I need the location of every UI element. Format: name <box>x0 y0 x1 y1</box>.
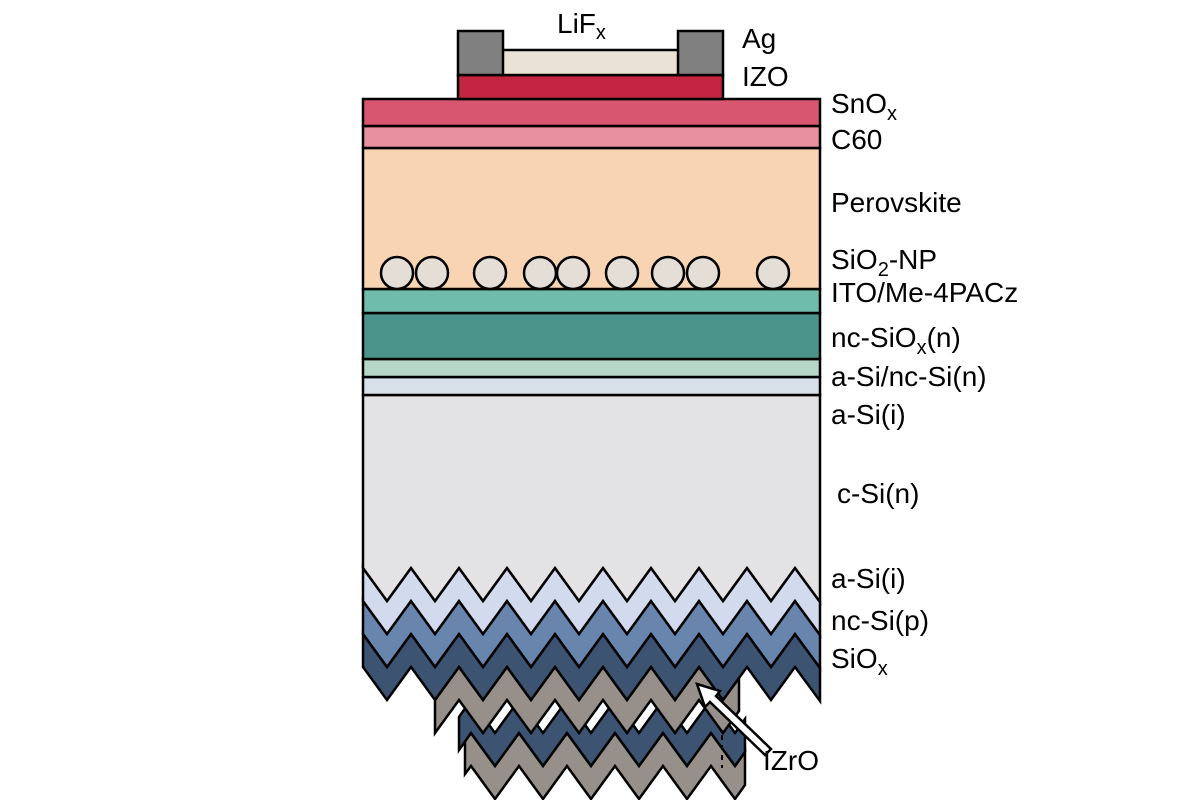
ag-pad-left <box>456 29 505 77</box>
label-ito-me-4pacz: ITO/Me-4PACz <box>831 277 1018 308</box>
label-nc-siox-n: nc-SiOx(n) <box>831 322 961 359</box>
izro-arrow <box>695 682 773 757</box>
label-c60: C60 <box>831 124 882 155</box>
label-nc-si-p: nc-Si(p) <box>831 605 929 636</box>
sio2-np-circle <box>650 255 686 291</box>
izo-layer <box>456 73 725 101</box>
top-contact-group <box>456 29 725 101</box>
label-snox: SnOx <box>831 88 897 125</box>
label-sio2-np: SiO2-NP <box>831 244 937 281</box>
label-izro: IZrO <box>763 745 819 776</box>
label-lifx: LiFx <box>557 8 606 44</box>
label-c-si-n: c-Si(n) <box>837 478 919 509</box>
ito-me-4pacz-layer <box>361 287 822 315</box>
lifx-layer <box>499 48 682 77</box>
label-a-si-nc-si-n: a-Si/nc-Si(n) <box>831 361 987 392</box>
a-si-nc-si-n-layer <box>361 357 822 379</box>
sio2-np-circle <box>472 255 508 291</box>
label-a-si-i-top: a-Si(i) <box>831 399 906 430</box>
labels: LiFx Ag IZO SnOx C60 Perovskite SiO2-NP … <box>557 8 1018 776</box>
a-si-i-top-layer <box>361 375 822 397</box>
label-izo: IZO <box>742 61 789 92</box>
sio2-np-circle <box>414 255 450 291</box>
sio2-np-circle <box>604 255 640 291</box>
nc-siox-n-layer <box>361 311 822 361</box>
c60-layer <box>361 124 822 150</box>
sio2-np-circle <box>555 255 591 291</box>
sio2-np-circle <box>685 255 721 291</box>
c-si-n-layer <box>361 393 822 606</box>
ag-pad-right <box>676 29 725 77</box>
sio2-np-circle <box>379 255 415 291</box>
label-siox: SiOx <box>831 643 888 680</box>
bottom-textured-layers <box>361 564 822 800</box>
sio2-np-group <box>379 255 791 291</box>
label-ag: Ag <box>742 23 776 54</box>
label-a-si-i-bottom: a-Si(i) <box>831 563 906 594</box>
sio2-np-circle <box>755 255 791 291</box>
flat-layer-stack <box>361 97 822 397</box>
sio2-np-circle <box>522 255 558 291</box>
snox-layer <box>361 97 822 128</box>
label-perovskite: Perovskite <box>831 187 962 218</box>
